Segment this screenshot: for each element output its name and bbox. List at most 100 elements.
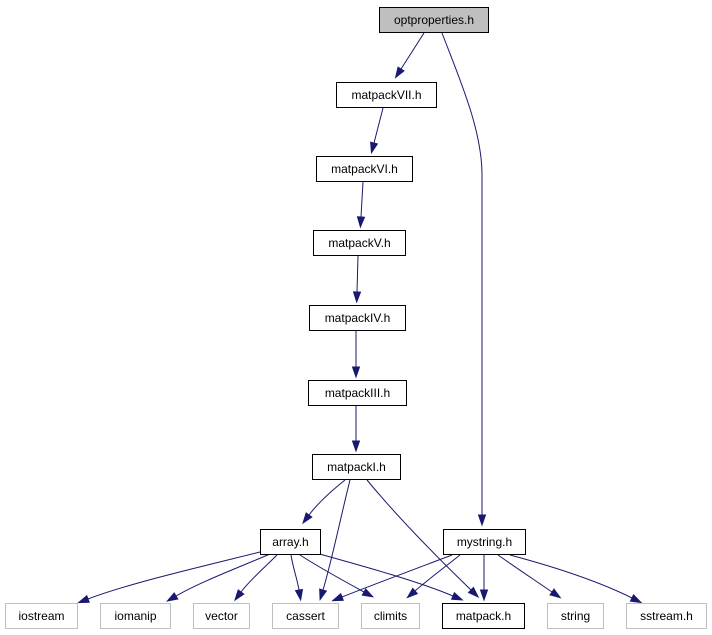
- node-iomanip: iomanip: [100, 603, 171, 629]
- node-sstream: sstream.h: [626, 603, 707, 629]
- node-matpackIII[interactable]: matpackIII.h: [308, 380, 407, 406]
- edge-mystring-to-climits: [406, 554, 461, 599]
- node-box: [313, 230, 406, 256]
- node-label: iostream: [18, 609, 64, 623]
- node-cassert: cassert: [272, 603, 339, 629]
- edge-array-to-vector: [234, 554, 278, 602]
- edge-line: [366, 479, 472, 591]
- arrowhead-icon: [351, 366, 361, 379]
- arrowhead-icon: [394, 66, 405, 79]
- edge-array-to-climits: [299, 554, 375, 598]
- node-box: [626, 603, 707, 629]
- node-box: [379, 7, 489, 33]
- node-string: string: [547, 603, 604, 629]
- node-box: [442, 603, 525, 629]
- arrowhead-icon: [370, 141, 379, 155]
- node-box: [547, 603, 604, 629]
- node-label: climits: [374, 609, 407, 623]
- arrowhead-icon: [166, 592, 179, 602]
- node-iostream: iostream: [5, 603, 78, 629]
- node-box: [272, 603, 339, 629]
- edge-optproperties-to-mystring: [441, 32, 487, 527]
- edge-array-to-matpack: [315, 552, 464, 601]
- edge-line: [356, 255, 359, 293]
- edge-array-to-cassert: [290, 554, 304, 602]
- edge-line: [441, 32, 483, 515]
- arrowhead-icon: [477, 514, 487, 527]
- node-box: [336, 82, 437, 108]
- edge-mystring-to-string: [497, 554, 562, 599]
- edge-line: [299, 554, 365, 593]
- edge-matpackIV-to-matpackIII: [351, 331, 361, 379]
- edge-line: [360, 181, 364, 218]
- node-box: [5, 603, 78, 629]
- node-label: matpackI.h: [327, 460, 386, 474]
- edge-line: [87, 550, 265, 600]
- node-label: cassert: [286, 609, 325, 623]
- arrowhead-icon: [450, 591, 464, 601]
- node-matpackIV[interactable]: matpackIV.h: [309, 305, 406, 331]
- arrowhead-icon: [479, 589, 489, 602]
- edge-line: [240, 554, 278, 593]
- node-label: matpackVII.h: [351, 88, 421, 102]
- node-climits: climits: [361, 603, 420, 629]
- node-vector: vector: [193, 603, 250, 629]
- edge-matpackIII-to-matpackI: [351, 406, 361, 453]
- node-box: [260, 529, 321, 555]
- edge-line: [290, 554, 300, 591]
- node-label: matpackIV.h: [325, 311, 391, 325]
- node-label: matpackVI.h: [331, 162, 398, 176]
- nodes-layer: optproperties.h matpackVII.h matpackVI.h ma…: [5, 7, 707, 629]
- node-matpackVII[interactable]: matpackVII.h: [336, 82, 437, 108]
- edge-matpackVI-to-matpackV: [356, 181, 366, 229]
- edge-matpackVII-to-matpackVI: [370, 107, 384, 155]
- arrowhead-icon: [356, 216, 366, 229]
- node-label: matpack.h: [456, 609, 511, 623]
- node-box: [361, 603, 420, 629]
- edge-matpackI-to-array: [302, 479, 346, 525]
- arrowhead-icon: [77, 594, 90, 604]
- node-box: [100, 603, 171, 629]
- arrowhead-icon: [234, 589, 245, 602]
- edge-line: [341, 554, 453, 598]
- edge-matpackV-to-matpackIV: [352, 255, 362, 304]
- node-label: sstream.h: [640, 609, 693, 623]
- arrowhead-icon: [319, 588, 328, 602]
- node-box: [193, 603, 250, 629]
- node-optproperties[interactable]: optproperties.h: [379, 7, 489, 33]
- node-box: [443, 529, 526, 555]
- edge-mystring-to-cassert: [331, 554, 453, 602]
- edge-matpackI-to-cassert: [319, 479, 351, 602]
- node-matpack[interactable]: matpack.h: [442, 603, 525, 629]
- node-matpackVI[interactable]: matpackVI.h: [316, 156, 413, 182]
- node-label: vector: [205, 609, 238, 623]
- node-array[interactable]: array.h: [260, 529, 321, 555]
- arrowhead-icon: [302, 512, 313, 525]
- edge-line: [400, 32, 425, 70]
- node-label: matpackV.h: [328, 236, 390, 250]
- arrowhead-icon: [352, 291, 362, 304]
- arrowhead-icon: [467, 586, 480, 599]
- edge-line: [308, 479, 346, 516]
- node-matpackI[interactable]: matpackI.h: [312, 454, 401, 480]
- node-label: matpackIII.h: [325, 386, 390, 400]
- arrowhead-icon: [406, 587, 419, 599]
- edge-mystring-to-matpack: [479, 555, 489, 602]
- edge-line: [322, 479, 351, 591]
- arrowhead-icon: [549, 588, 562, 599]
- node-label: mystring.h: [457, 535, 512, 549]
- edge-array-to-iostream: [77, 550, 265, 604]
- node-mystring[interactable]: mystring.h: [443, 529, 526, 555]
- edge-line: [509, 554, 633, 599]
- edge-array-to-iomanip: [166, 553, 271, 602]
- edges-layer: [77, 32, 643, 604]
- node-label: string: [561, 609, 590, 623]
- arrowhead-icon: [294, 588, 304, 602]
- node-box: [316, 156, 413, 182]
- arrowhead-icon: [351, 440, 361, 453]
- node-matpackV[interactable]: matpackV.h: [313, 230, 406, 256]
- node-label: iomanip: [114, 609, 156, 623]
- edge-line: [175, 553, 271, 597]
- arrowhead-icon: [331, 592, 345, 602]
